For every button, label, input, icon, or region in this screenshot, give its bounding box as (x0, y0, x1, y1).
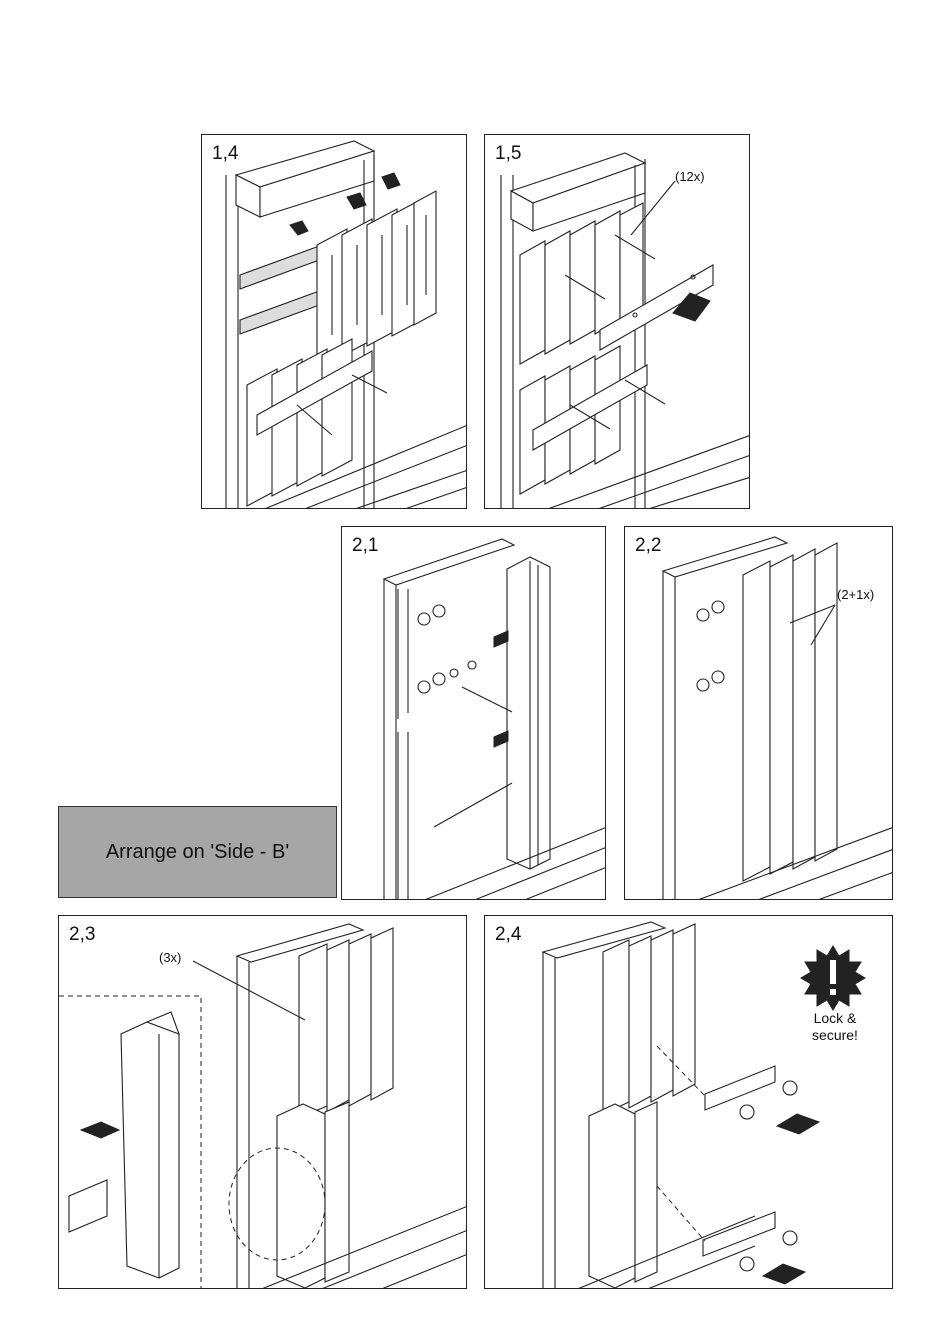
panel-step-1-4: 1,4 (201, 134, 467, 509)
panel-step-1-5: 1,5 (12x) (484, 134, 750, 509)
push-arrow-icon (81, 1122, 119, 1138)
panel-step-2-4: 2,4 Lock & secure! (484, 915, 893, 1289)
assembly-illustration (625, 527, 893, 900)
push-arrow-icon (763, 1264, 805, 1284)
push-arrow-icon (777, 1114, 819, 1134)
panel-step-2-1: 2,1 (341, 526, 606, 900)
panel-step-2-2: 2,2 (2+1x) (624, 526, 893, 900)
assembly-illustration (485, 916, 893, 1289)
lock-secure-warning: Lock & secure! (801, 1010, 869, 1044)
warning-line-1: Lock & (801, 1010, 869, 1027)
panel-step-2-3: 2,3 (3x) (58, 915, 467, 1289)
assembly-illustration (202, 135, 467, 509)
warning-line-2: secure! (801, 1027, 869, 1044)
side-b-note-text: Arrange on 'Side - B' (106, 841, 289, 864)
assembly-illustration (485, 135, 750, 509)
side-b-note: Arrange on 'Side - B' (58, 806, 337, 898)
assembly-illustration (342, 527, 606, 900)
assembly-illustration (59, 916, 467, 1289)
